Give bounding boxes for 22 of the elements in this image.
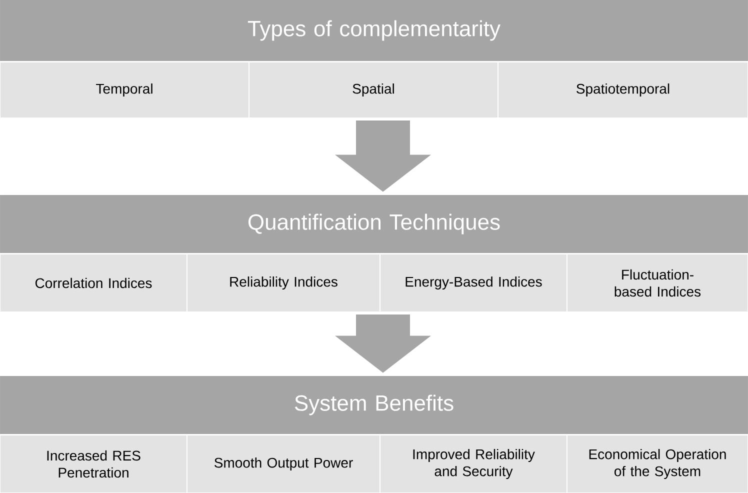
category-cell: Temporal <box>0 62 250 118</box>
section-header-band: Quantification Techniques <box>0 195 748 253</box>
category-cell: Smooth Output Power <box>186 434 380 493</box>
category-cell: Energy-Based Indices <box>380 254 568 312</box>
category-cell: Improved Reliability and Security <box>380 434 568 493</box>
node-label: Increased RES Penetration <box>47 450 140 478</box>
section-header-band: Types of complementarity <box>0 0 748 61</box>
node-label: Smooth Output Power <box>214 457 353 471</box>
node-label: Economical Operation of the System <box>589 448 726 480</box>
block-arrow <box>335 120 431 192</box>
category-cell: Correlation Indices <box>0 254 188 312</box>
category-cell: Economical Operation of the System <box>566 434 748 493</box>
block-arrow <box>335 314 431 373</box>
node-label: Spatiotemporal <box>576 83 670 97</box>
category-cell: Spatiotemporal <box>498 62 748 118</box>
section-header-band: System Benefits <box>0 376 748 434</box>
node-label: Improved Reliability and Security <box>413 448 535 480</box>
category-cell: Reliability Indices <box>186 254 380 312</box>
node-label: Fluctuation-based Indices <box>614 269 701 297</box>
category-cell: Increased RES Penetration <box>0 434 188 493</box>
category-cell: Fluctuation-based Indices <box>566 254 748 312</box>
category-cell: Spatial <box>248 62 498 118</box>
